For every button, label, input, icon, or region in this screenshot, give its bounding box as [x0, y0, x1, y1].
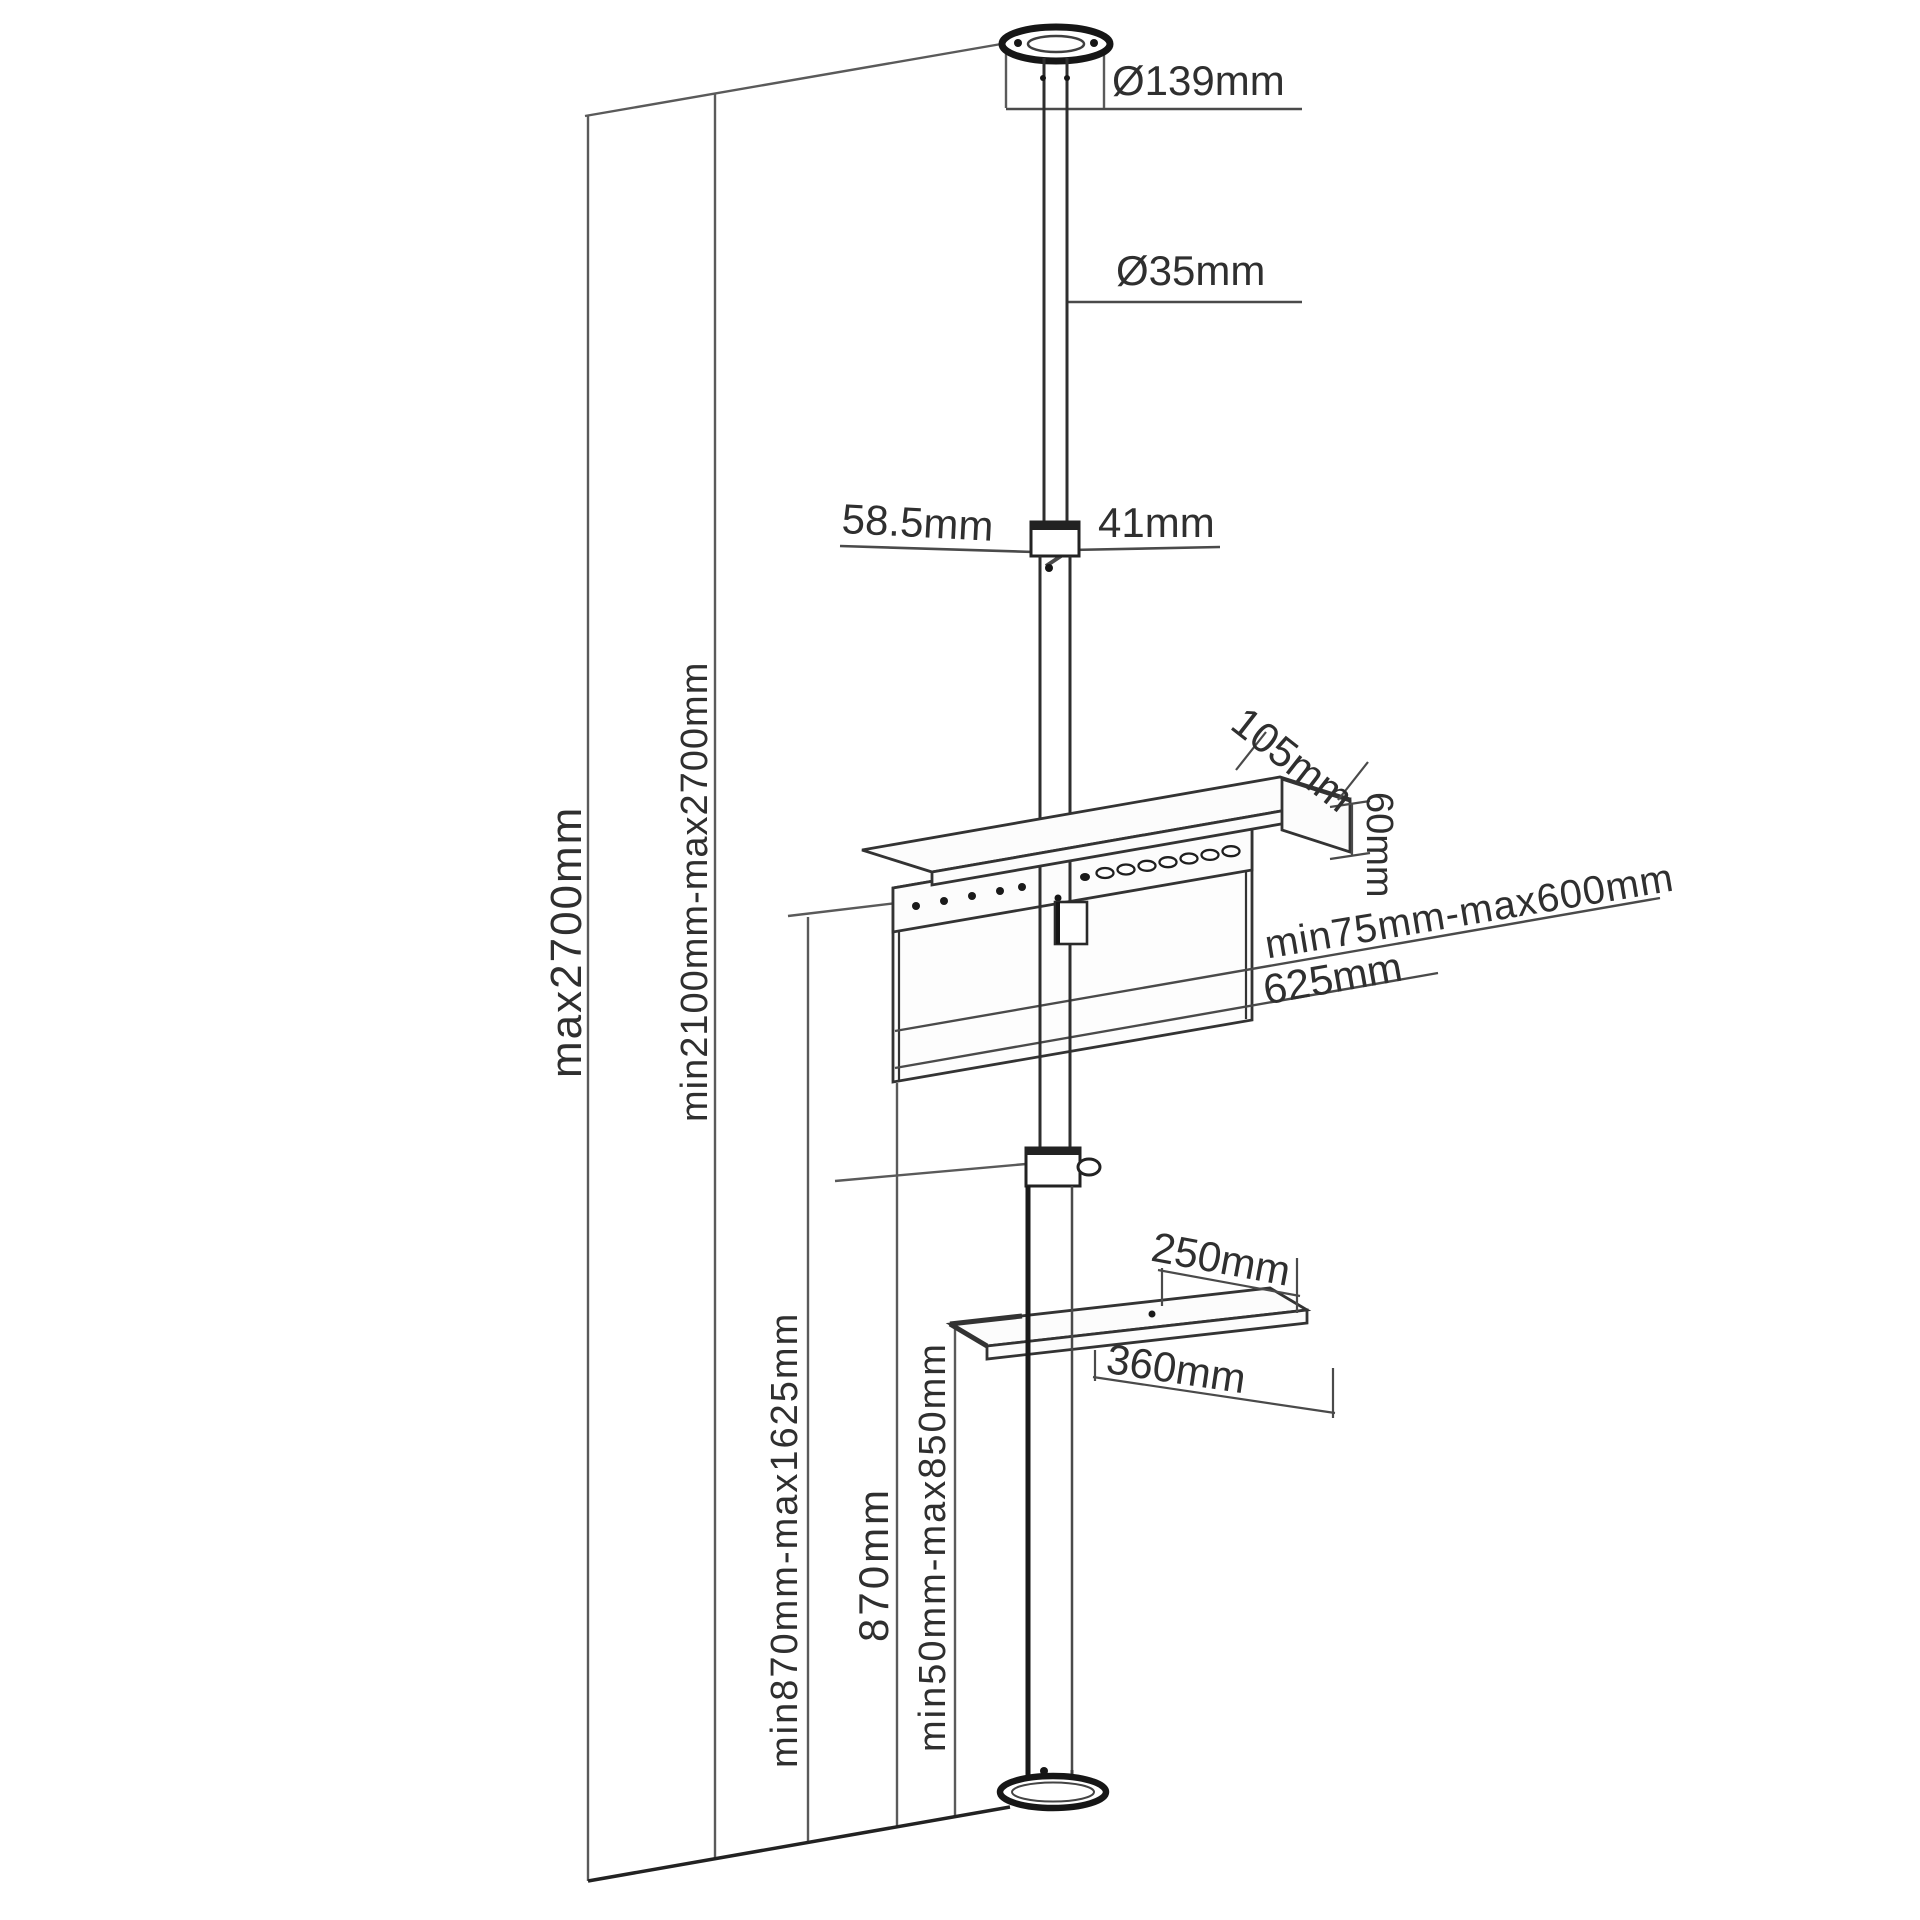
base-disc	[996, 1772, 1110, 1812]
height-max-label: max2700mm	[542, 805, 591, 1078]
dim-line-plate-width	[894, 971, 1439, 1070]
ceiling-extension-line	[584, 41, 1008, 118]
dim-line-tray-width	[1092, 1375, 1336, 1415]
leader-clamp-height	[834, 1162, 1027, 1183]
dim-tick-shelf-depth-right	[1337, 761, 1369, 801]
leader-58-5	[839, 544, 1035, 554]
shelf-dimensions	[1235, 731, 1371, 861]
floor-line	[587, 1805, 1011, 1883]
rail-holes	[912, 873, 1090, 910]
fixed-height-label: 870mm	[850, 1486, 897, 1642]
tv-height-range-label: min870mm-max1625mm	[764, 1311, 806, 1768]
vesa-hook	[1053, 900, 1089, 946]
tray-height-range-label: min50mm-max850mm	[912, 1342, 954, 1752]
clamp-knob	[1076, 1157, 1102, 1177]
tv-bracket	[891, 824, 1661, 1084]
shelf-thickness-label: 60mm	[1358, 792, 1400, 898]
dim-line-tray-depth	[1157, 1268, 1301, 1298]
top-plate-diameter-label: Ø139mm	[1112, 57, 1285, 104]
media-shelf	[945, 1258, 1336, 1418]
dimension-lines	[584, 41, 1027, 1883]
dim-tick-shelf-depth-left	[1235, 731, 1267, 771]
pole-diameter-label: Ø35mm	[1116, 247, 1266, 294]
ceiling-disc	[998, 23, 1114, 65]
leader-41	[1069, 545, 1221, 552]
tray-front-edge	[985, 1308, 1309, 1361]
shelf-end-face	[1280, 777, 1352, 854]
rail-slots	[1095, 845, 1241, 880]
collar-offset-right-label: 41mm	[1098, 499, 1215, 546]
floor-base	[996, 1770, 1110, 1812]
label-leader-lines	[839, 107, 1302, 568]
height-range-label: min2100mm-max2700mm	[674, 661, 716, 1122]
dim-line-vesa-range	[894, 896, 1661, 1033]
ceiling-plate	[998, 23, 1114, 108]
collar-offset-left-label: 58.5mm	[840, 495, 995, 550]
tray-dimensions	[1092, 1258, 1336, 1418]
top-shelf	[861, 731, 1371, 887]
tick-tv-bracket-height	[787, 901, 898, 918]
